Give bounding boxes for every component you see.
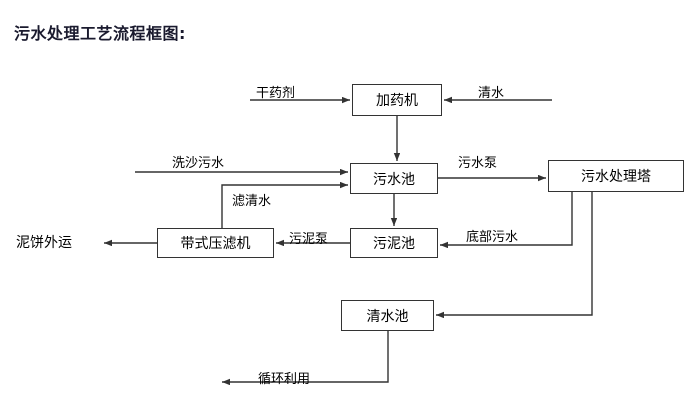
node-clear-water-pool[interactable]: 清水池 <box>341 300 434 331</box>
edge-label-recycle-reuse: 循环利用 <box>258 372 311 387</box>
edge-tower-bottomwater-to-sludge <box>440 192 573 249</box>
node-sewage-treatment-tower[interactable]: 污水处理塔 <box>548 160 684 192</box>
node-label: 污水处理塔 <box>581 169 651 185</box>
edge-label-bottom-sewage: 底部污水 <box>466 230 519 245</box>
edge-label-dry-agent: 干药剂 <box>256 86 296 101</box>
node-sludge-pool[interactable]: 污泥池 <box>350 228 438 258</box>
edge-label-sludge-pump: 污泥泵 <box>289 232 329 247</box>
node-belt-filter-press[interactable]: 带式压滤机 <box>157 228 274 258</box>
node-label: 带式压滤机 <box>180 236 251 252</box>
edge-label-filtrate-water: 滤清水 <box>232 194 272 209</box>
edge-filtrate-to-sewage <box>221 181 348 228</box>
node-label: 清水池 <box>366 308 409 325</box>
edge-tower-to-clearwater <box>436 192 593 319</box>
terminal-label-mud-cake-transport: 泥饼外运 <box>16 235 72 251</box>
node-label: 加药机 <box>376 93 418 109</box>
node-label: 污泥池 <box>373 236 415 252</box>
edge-label-sewage-pump: 污水泵 <box>458 156 498 171</box>
node-dosing-machine[interactable]: 加药机 <box>352 84 442 116</box>
edge-label-clean-water: 清水 <box>478 86 505 101</box>
edge-clearwater-recycle <box>222 331 389 386</box>
node-sewage-pool[interactable]: 污水池 <box>350 163 438 194</box>
node-label: 污水池 <box>373 171 415 188</box>
page-title: 污水处理工艺流程框图: <box>14 24 186 43</box>
edge-label-sand-washing-sewage: 洗沙污水 <box>172 156 225 171</box>
